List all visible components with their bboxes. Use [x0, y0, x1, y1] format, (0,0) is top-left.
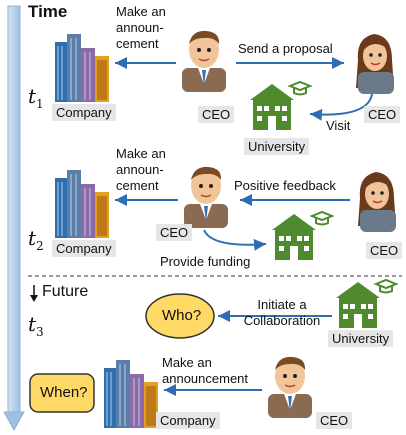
university-icon-1	[249, 81, 311, 131]
timeline-bar	[7, 5, 21, 413]
future-label: Future	[42, 283, 89, 300]
ceo-label-3: CEO	[316, 412, 353, 429]
ceo-label-1b: CEO	[364, 106, 401, 123]
ceo-figure-icon-3	[267, 356, 313, 419]
timeline-arrowhead	[3, 411, 25, 432]
company-building-icon-2	[54, 169, 110, 239]
who-label: Who?	[162, 307, 202, 324]
time-mark-t3: t3	[28, 312, 44, 339]
announce-label-3: Make an announcement	[162, 355, 249, 386]
university-icon-3	[335, 279, 397, 329]
time-mark-t2: t2	[28, 226, 44, 253]
proposal-label: Send a proposal	[238, 41, 333, 56]
ceo-label-1: CEO	[198, 106, 235, 123]
university-label-3: University	[328, 330, 394, 347]
feedback-label: Positive feedback	[234, 178, 336, 193]
time-mark-t1: t1	[28, 84, 44, 111]
ceo-label-2b: CEO	[366, 242, 403, 259]
when-label: When?	[40, 384, 88, 401]
ceo-figure-icon-1	[181, 30, 227, 93]
company-label-3: Company	[156, 412, 220, 429]
ceo-figure-icon-2	[183, 166, 229, 229]
funding-label: Provide funding	[160, 254, 251, 269]
arrow-visit	[309, 93, 373, 121]
arrow-funding	[203, 229, 267, 251]
company-label-2: Company	[52, 240, 116, 257]
announce-label-1: Make an announ-cement	[116, 4, 166, 51]
visit-label: Visit	[326, 118, 351, 133]
who-oval	[145, 293, 215, 339]
when-box	[29, 373, 95, 413]
time-axis-title: Time	[28, 2, 68, 21]
company-building-icon-3	[103, 359, 159, 429]
woman-figure-icon-2	[358, 172, 396, 232]
company-building-icon-1	[54, 33, 110, 103]
collaboration-label: Initiate a Collaboration	[243, 297, 321, 328]
university-icon-2	[271, 211, 333, 261]
announce-label-2: Make an announ-cement	[116, 146, 166, 193]
woman-figure-icon-1	[356, 34, 394, 94]
company-label-1: Company	[52, 104, 116, 121]
university-label-1: University	[244, 138, 310, 155]
ceo-label-2: CEO	[156, 224, 193, 241]
